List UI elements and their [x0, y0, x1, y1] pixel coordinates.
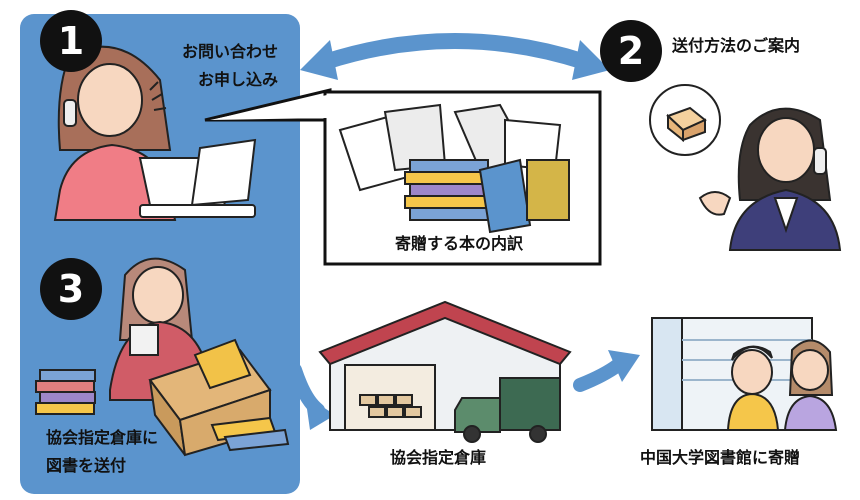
- library-label: 中国大学図書館に寄贈: [640, 448, 801, 467]
- warehouse-illustration: [318, 300, 572, 443]
- step-2-label: 送付方法のご案内: [672, 36, 801, 55]
- step-2-badge: 2: [600, 20, 662, 82]
- woman-calling-illustration: [53, 45, 257, 221]
- speech-bubble: [204, 88, 602, 266]
- operator-illustration: [649, 84, 842, 251]
- step-1-label-line2: お申し込み: [197, 70, 278, 89]
- step-3-label-line1: 協会指定倉庫に: [46, 428, 159, 447]
- woman-packing-illustration: [35, 257, 290, 457]
- double-arrow-icon: [300, 33, 610, 80]
- books-breakdown-caption: 寄贈する本の内訳: [395, 234, 524, 253]
- step-1-badge: 1: [40, 10, 102, 72]
- warehouse-label: 協会指定倉庫: [390, 448, 487, 467]
- arrow-to-library-icon: [573, 350, 640, 392]
- library-illustration: [651, 317, 838, 431]
- step-3-badge: 3: [40, 258, 102, 320]
- step-1-label-line1: お問い合わせ: [181, 42, 278, 61]
- step-3-label-line2: 図書を送付: [46, 456, 127, 475]
